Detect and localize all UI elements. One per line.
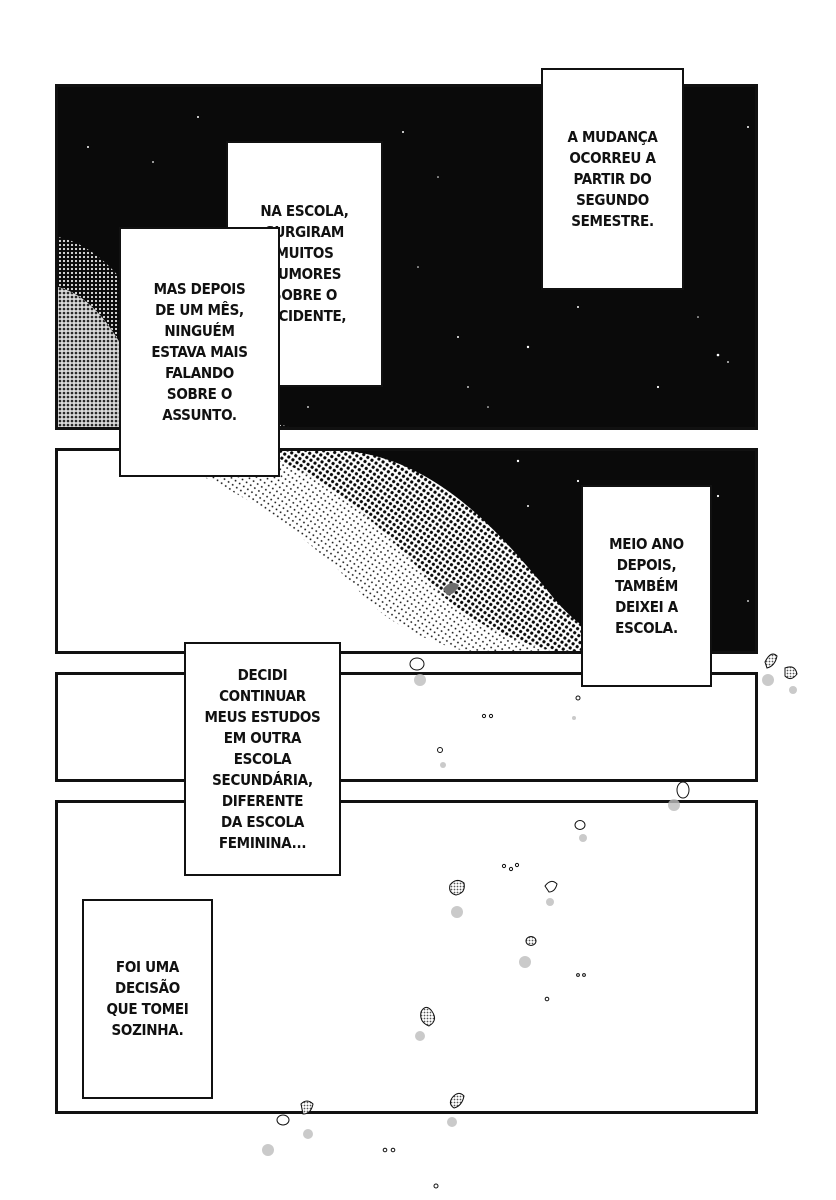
caption-box-1: A MUDANÇA OCORREU A PARTIR DO SEGUNDO SE…	[541, 68, 684, 290]
petal-shadow	[262, 1144, 274, 1156]
petal-icon	[764, 653, 778, 669]
petal-shadow	[447, 1117, 457, 1127]
petal-icon	[784, 666, 798, 680]
caption-box-6: FOI UMA DECISÃO QUE TOMEI SOZINHA.	[82, 899, 213, 1099]
petal-shadow	[762, 674, 774, 686]
caption-box-5: DECIDI CONTINUAR MEUS ESTUDOS EM OUTRA E…	[184, 642, 341, 876]
petal-icon	[276, 1114, 290, 1126]
petal-shadow	[303, 1129, 313, 1139]
petal-icon	[443, 582, 459, 595]
caption-box-3: MAS DEPOIS DE UM MÊS, NINGUÉM ESTAVA MAI…	[119, 227, 280, 477]
star-icon	[87, 116, 749, 408]
petal-icon	[390, 1147, 396, 1153]
petal-icon	[382, 1147, 388, 1153]
petal-icon	[433, 1183, 439, 1189]
caption-box-4: MEIO ANO DEPOIS, TAMBÉM DEIXEI A ESCOLA.	[581, 485, 712, 687]
petal-shadow	[789, 686, 797, 694]
panel-blank-petals	[55, 672, 758, 782]
petal-icon	[676, 781, 690, 799]
petal-icon	[409, 657, 425, 671]
